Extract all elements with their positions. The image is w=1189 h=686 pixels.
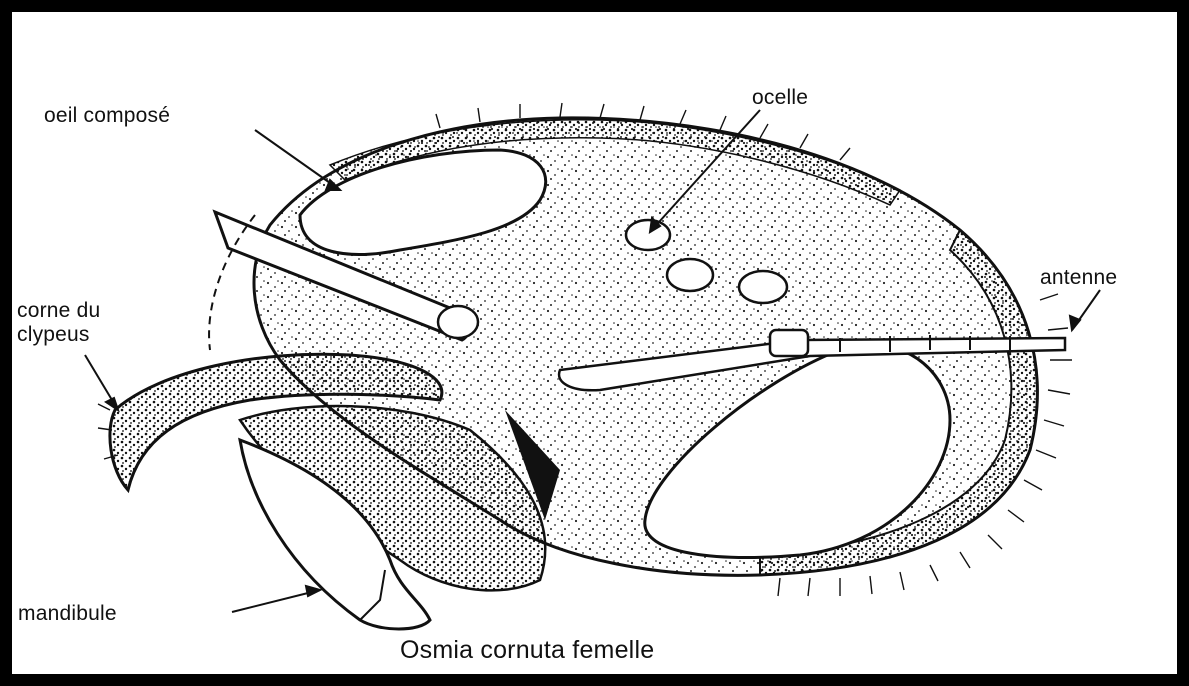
label-mandible: mandibule xyxy=(18,602,117,626)
ocellus-1 xyxy=(626,220,670,250)
label-clypeus-horn-line2: clypeus xyxy=(17,323,90,347)
label-antenna: antenne xyxy=(1040,266,1117,290)
leader-compound-eye xyxy=(255,130,340,190)
figure-caption: Osmia cornuta femelle xyxy=(400,638,654,662)
ocellus-2 xyxy=(667,259,713,291)
label-ocellus: ocelle xyxy=(752,86,808,110)
ocellus-3 xyxy=(739,271,787,303)
label-compound-eye: oeil composé xyxy=(44,104,170,128)
label-clypeus-horn-line1: corne du xyxy=(17,299,100,323)
